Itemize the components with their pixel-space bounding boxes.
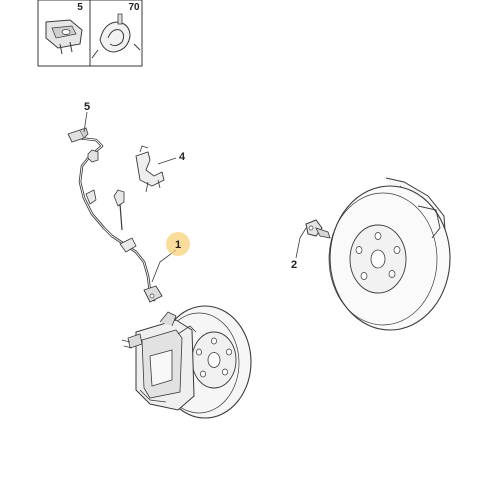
header-cell-5[interactable]: 5 xyxy=(45,2,83,55)
callout-5-label: 5 xyxy=(84,101,90,113)
rear-abs-sensor[interactable] xyxy=(305,219,331,239)
header-reference-table: 5 70 xyxy=(37,0,143,67)
rear-disc-stud-holes xyxy=(355,232,401,280)
harness-connector xyxy=(87,149,99,163)
callout-2[interactable]: 2 xyxy=(291,259,297,271)
clip-part-icon xyxy=(45,19,83,55)
callout-5[interactable]: 5 xyxy=(84,101,90,113)
front-disc-stud-holes xyxy=(196,337,232,378)
leader-line-2 xyxy=(295,227,307,259)
cable-clip-part-icon xyxy=(91,13,141,59)
header-cell-5-label: 5 xyxy=(77,2,83,13)
harness-clip-upper xyxy=(113,189,125,207)
harness-clip-lower xyxy=(85,189,97,205)
leader-line-1 xyxy=(151,249,177,283)
leader-line-5 xyxy=(83,111,88,133)
front-abs-sensor-harness[interactable] xyxy=(76,136,163,303)
callout-2-label: 2 xyxy=(291,259,297,271)
leader-line-4 xyxy=(157,157,177,165)
harness-connector-clip[interactable] xyxy=(67,127,89,143)
header-cell-70[interactable]: 70 xyxy=(91,2,141,59)
header-cell-70-label: 70 xyxy=(128,2,140,13)
callout-1-label: 1 xyxy=(175,239,181,251)
callout-4[interactable]: 4 xyxy=(179,151,186,163)
leader-lines xyxy=(83,111,307,283)
harness-grommet xyxy=(119,237,137,253)
callout-1[interactable]: 1 xyxy=(166,232,190,256)
callout-1-highlight xyxy=(166,232,190,256)
front-brake-caliper xyxy=(121,311,197,411)
callout-4-label: 4 xyxy=(179,151,186,163)
harness-bracket[interactable] xyxy=(135,145,165,193)
front-brake-disc-assembly xyxy=(121,305,252,419)
rear-brake-disc-assembly xyxy=(328,177,451,331)
